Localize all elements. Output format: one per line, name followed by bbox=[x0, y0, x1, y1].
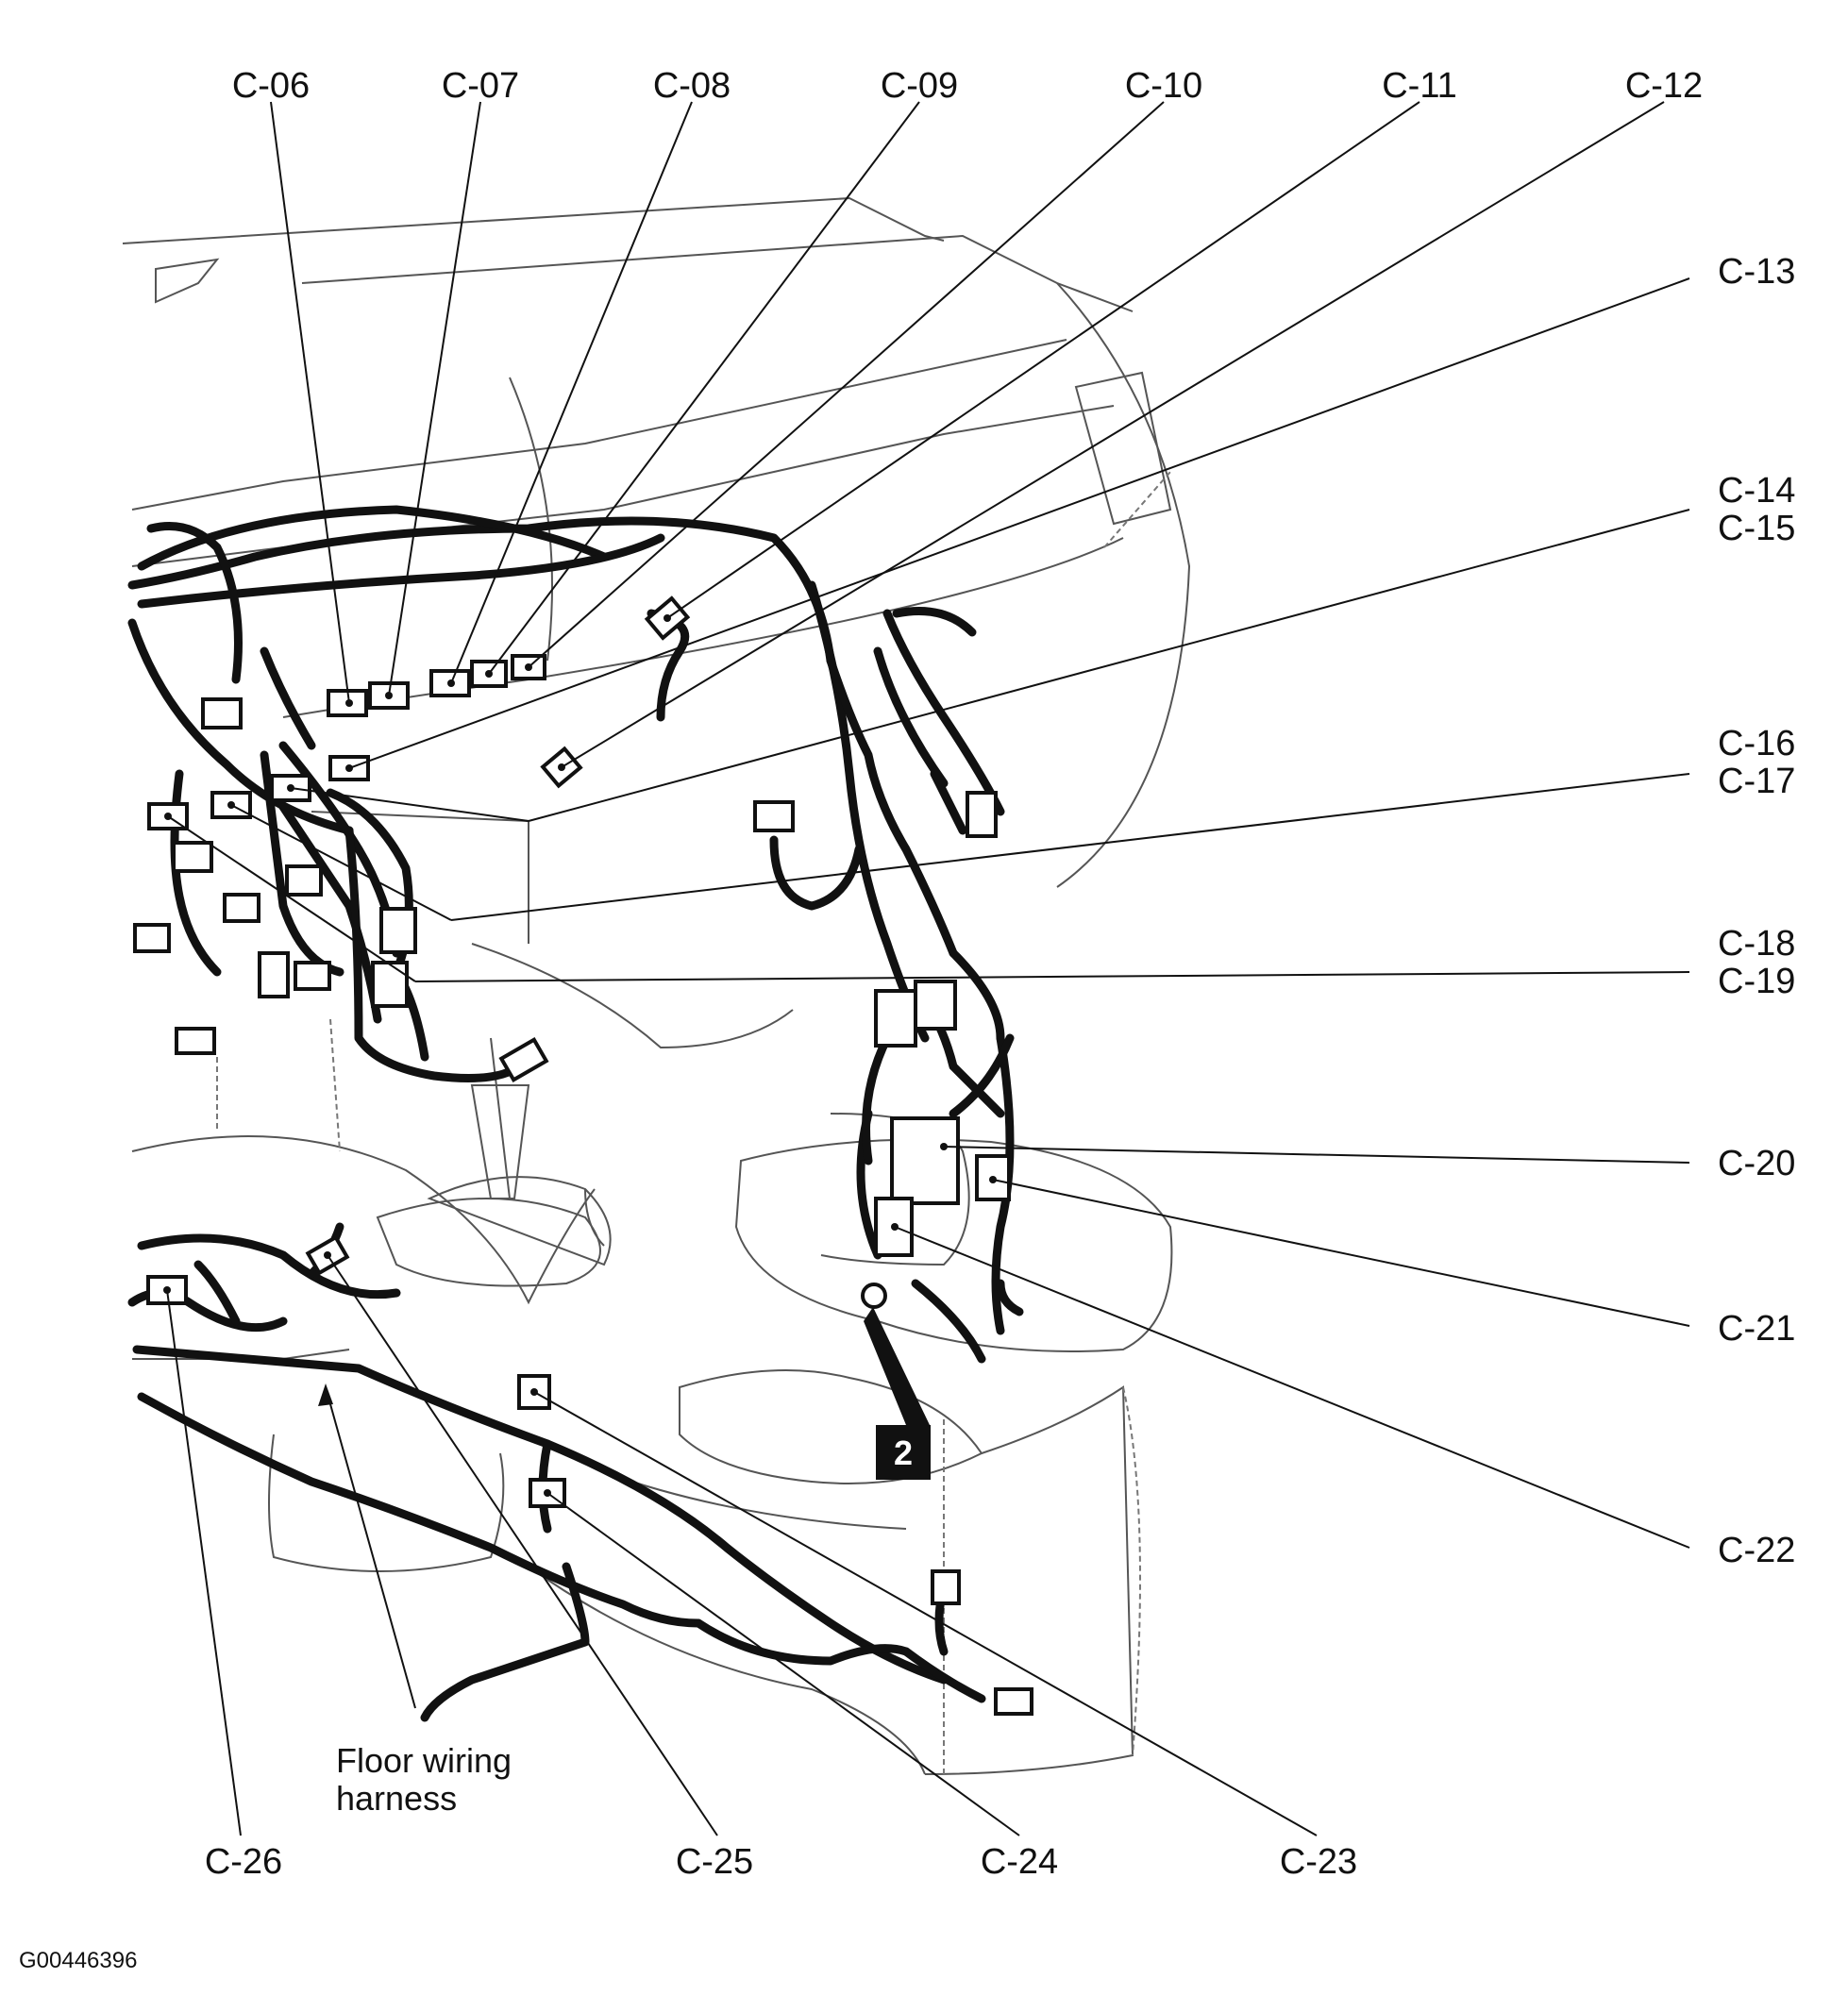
right-callouts: C-13 C-14 C-15 C-16 C-17 C-18 C-19 C-20 … bbox=[1718, 252, 1795, 1570]
marker-box bbox=[876, 1425, 931, 1480]
callout-c10: C-10 bbox=[1125, 66, 1202, 106]
top-callouts: C-06 C-07 C-08 C-09 C-10 C-11 C-12 bbox=[232, 66, 1703, 106]
callout-c21: C-21 bbox=[1718, 1309, 1795, 1349]
callout-c20: C-20 bbox=[1718, 1144, 1795, 1183]
connector-c13 bbox=[328, 755, 370, 781]
wiring-harness bbox=[127, 505, 1024, 1722]
connector-c09 bbox=[470, 660, 508, 688]
floor-harness-line-1: Floor wiring bbox=[336, 1741, 512, 1780]
callout-c23: C-23 bbox=[1280, 1842, 1357, 1882]
callout-c13: C-13 bbox=[1718, 252, 1795, 292]
callout-c07: C-07 bbox=[442, 66, 519, 106]
callout-c24: C-24 bbox=[981, 1842, 1058, 1882]
callout-c25: C-25 bbox=[676, 1842, 753, 1882]
connector-c20 bbox=[890, 1116, 960, 1205]
callout-c12: C-12 bbox=[1625, 66, 1703, 106]
view-marker: 2 bbox=[864, 1307, 931, 1480]
leader-dots bbox=[163, 614, 997, 1497]
callout-c18: C-18 bbox=[1718, 924, 1795, 964]
callout-c11: C-11 bbox=[1382, 66, 1457, 106]
callout-c14: C-14 bbox=[1718, 471, 1795, 511]
leader-lines bbox=[166, 101, 1690, 1836]
bottom-callouts: C-26 C-25 C-24 C-23 bbox=[205, 1842, 1357, 1882]
callout-c15: C-15 bbox=[1718, 509, 1795, 548]
callout-c09: C-09 bbox=[881, 66, 958, 106]
figure-id: G00446396 bbox=[19, 1948, 137, 1973]
callout-c17: C-17 bbox=[1718, 762, 1795, 801]
floor-harness-label: Floor wiring harness bbox=[336, 1741, 512, 1818]
callout-c26: C-26 bbox=[205, 1842, 282, 1882]
connector-c23 bbox=[517, 1374, 551, 1410]
connector-c19 bbox=[371, 961, 409, 1008]
callout-c16: C-16 bbox=[1718, 724, 1795, 763]
callout-c08: C-08 bbox=[653, 66, 731, 106]
callout-c06: C-06 bbox=[232, 66, 310, 106]
floor-harness-line-2: harness bbox=[336, 1779, 457, 1818]
callout-c22: C-22 bbox=[1718, 1531, 1795, 1570]
connectors bbox=[133, 595, 1033, 1716]
marker-number: 2 bbox=[894, 1434, 913, 1472]
dashboard-outline bbox=[122, 196, 1191, 1775]
floor-harness-arrow bbox=[318, 1383, 333, 1406]
callout-c19: C-19 bbox=[1718, 962, 1795, 1001]
